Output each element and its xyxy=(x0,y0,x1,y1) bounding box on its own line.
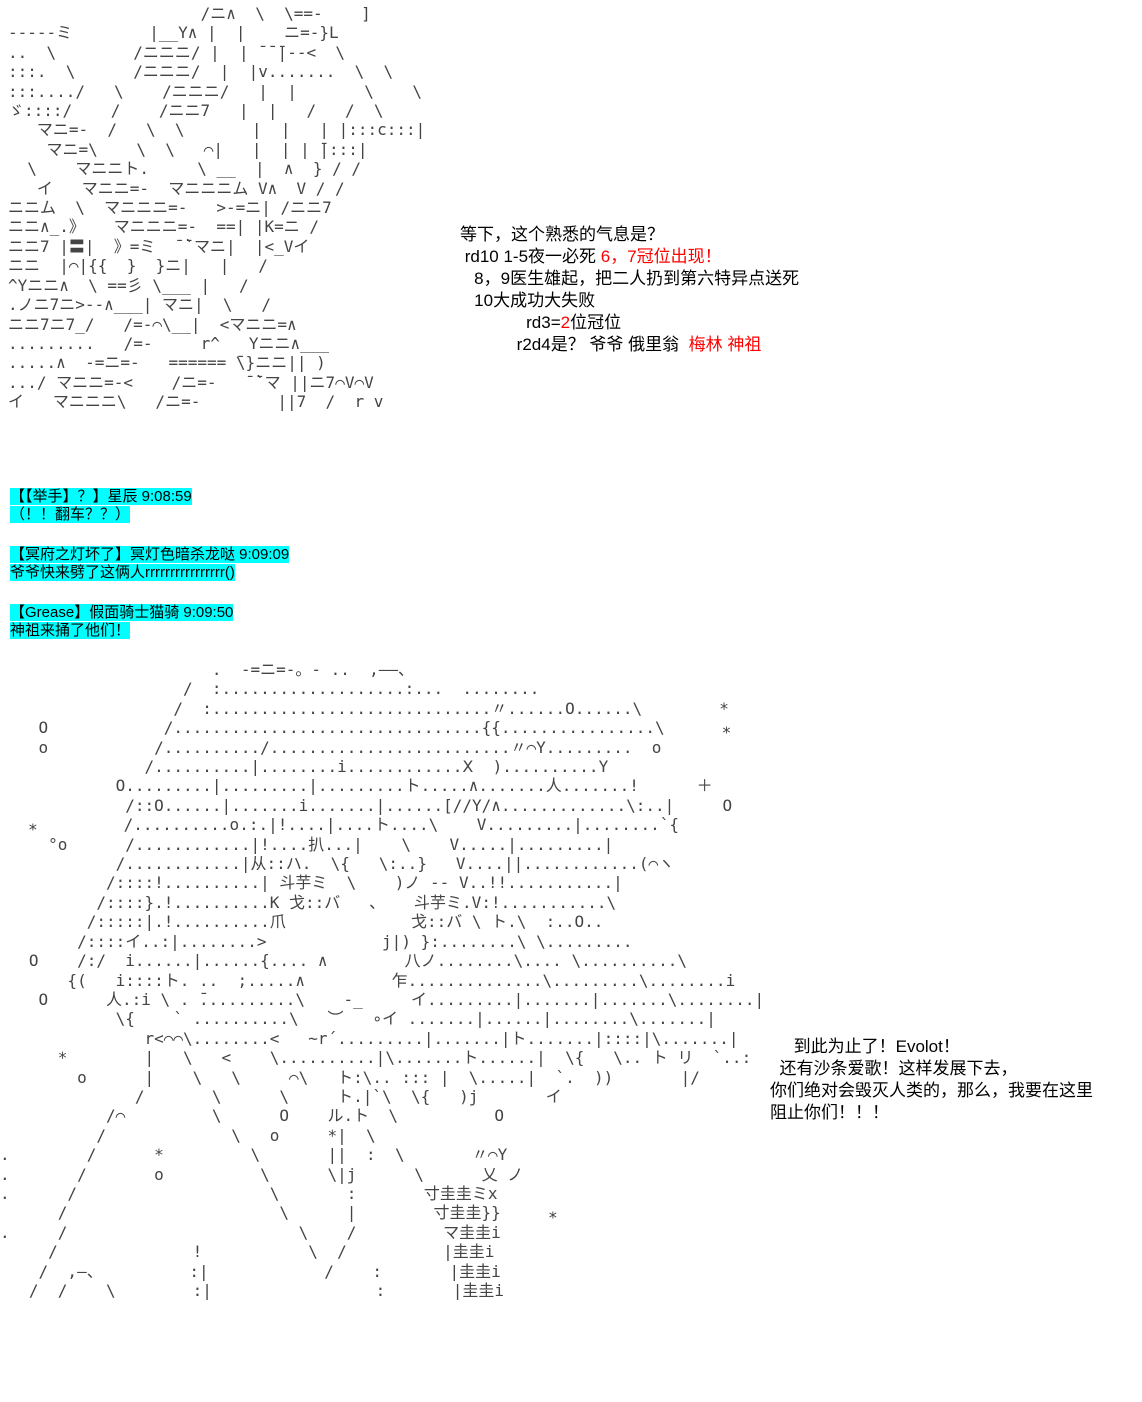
narration-line-3: 8，9医生雄起，把二人扔到第六特异点送死 xyxy=(460,269,800,288)
ascii-art-fox-beast: /ニ∧ \ \==- ] -----ミ |__Y∧ | | ニ=-}L .. \… xyxy=(8,4,426,412)
comment-header: 【【举手】？】星辰 9:08:59 xyxy=(10,488,192,505)
narration-line-1: 等下，这个熟悉的气息是？ xyxy=(460,225,664,244)
speech-block: 到此为止了！Evolot！ 还有沙条爱歌！这样发展下去， 你们绝对会毁灭人类的，… xyxy=(770,1036,1140,1124)
narration-line-6-text: r2d4是？ 爷爷 俄里翁 xyxy=(460,335,689,354)
comment-header: 【冥府之灯坏了】冥灯色暗杀龙哒 9:09:09 xyxy=(10,546,290,563)
narration-line-2-highlight: 6，7冠位出现！ xyxy=(600,247,722,266)
narration-line-5-suffix: 位冠位 xyxy=(570,313,622,332)
comment-item: 【【举手】？】星辰 9:08:59 （！！翻车？？） xyxy=(10,488,450,524)
narration-line-6-highlight: 梅林 神祖 xyxy=(688,335,762,354)
narration-line-5: rd3=2位冠位 xyxy=(460,312,880,334)
narration-line-5-highlight: 2 xyxy=(560,313,571,332)
narration-line-2: rd10 1-5夜一必死 6，7冠位出现！ xyxy=(460,246,880,268)
comment-body: 爷爷快来劈了这俩人rrrrrrrrrrrrrrrr() xyxy=(10,564,235,581)
narration-line-5-text: rd3= xyxy=(460,313,561,332)
comment-header: 【Grease】假面骑士猫骑 9:09:50 xyxy=(10,604,234,621)
ascii-art-girl: . -=ニ=-。- .. ,——、 / :...................… xyxy=(0,660,765,1300)
speech-line-4: 阻止你们！！！ xyxy=(770,1103,889,1122)
narration-line-6: r2d4是？ 爷爷 俄里翁 梅林 神祖 xyxy=(460,334,880,356)
comment-item: 【Grease】假面骑士猫骑 9:09:50 神祖来捅了他们！ xyxy=(10,604,450,640)
narration-block: 等下，这个熟悉的气息是？ rd10 1-5夜一必死 6，7冠位出现！ 8，9医生… xyxy=(460,224,880,356)
comment-item: 【冥府之灯坏了】冥灯色暗杀龙哒 9:09:09 爷爷快来劈了这俩人rrrrrrr… xyxy=(10,546,450,582)
narration-line-2-text: rd10 1-5夜一必死 xyxy=(460,247,601,266)
speech-line-2: 还有沙条爱歌！这样发展下去， xyxy=(770,1059,1018,1078)
comment-body: （！！翻车？？） xyxy=(10,506,131,523)
comment-list: 【【举手】？】星辰 9:08:59 （！！翻车？？） 【冥府之灯坏了】冥灯色暗杀… xyxy=(10,488,450,662)
comment-body: 神祖来捅了他们！ xyxy=(10,622,131,639)
speech-line-1: 到此为止了！Evolot！ xyxy=(770,1037,960,1056)
speech-line-3: 你们绝对会毁灭人类的，那么，我要在这里 xyxy=(770,1081,1093,1100)
narration-line-4: 10大成功大失败 xyxy=(460,291,596,310)
